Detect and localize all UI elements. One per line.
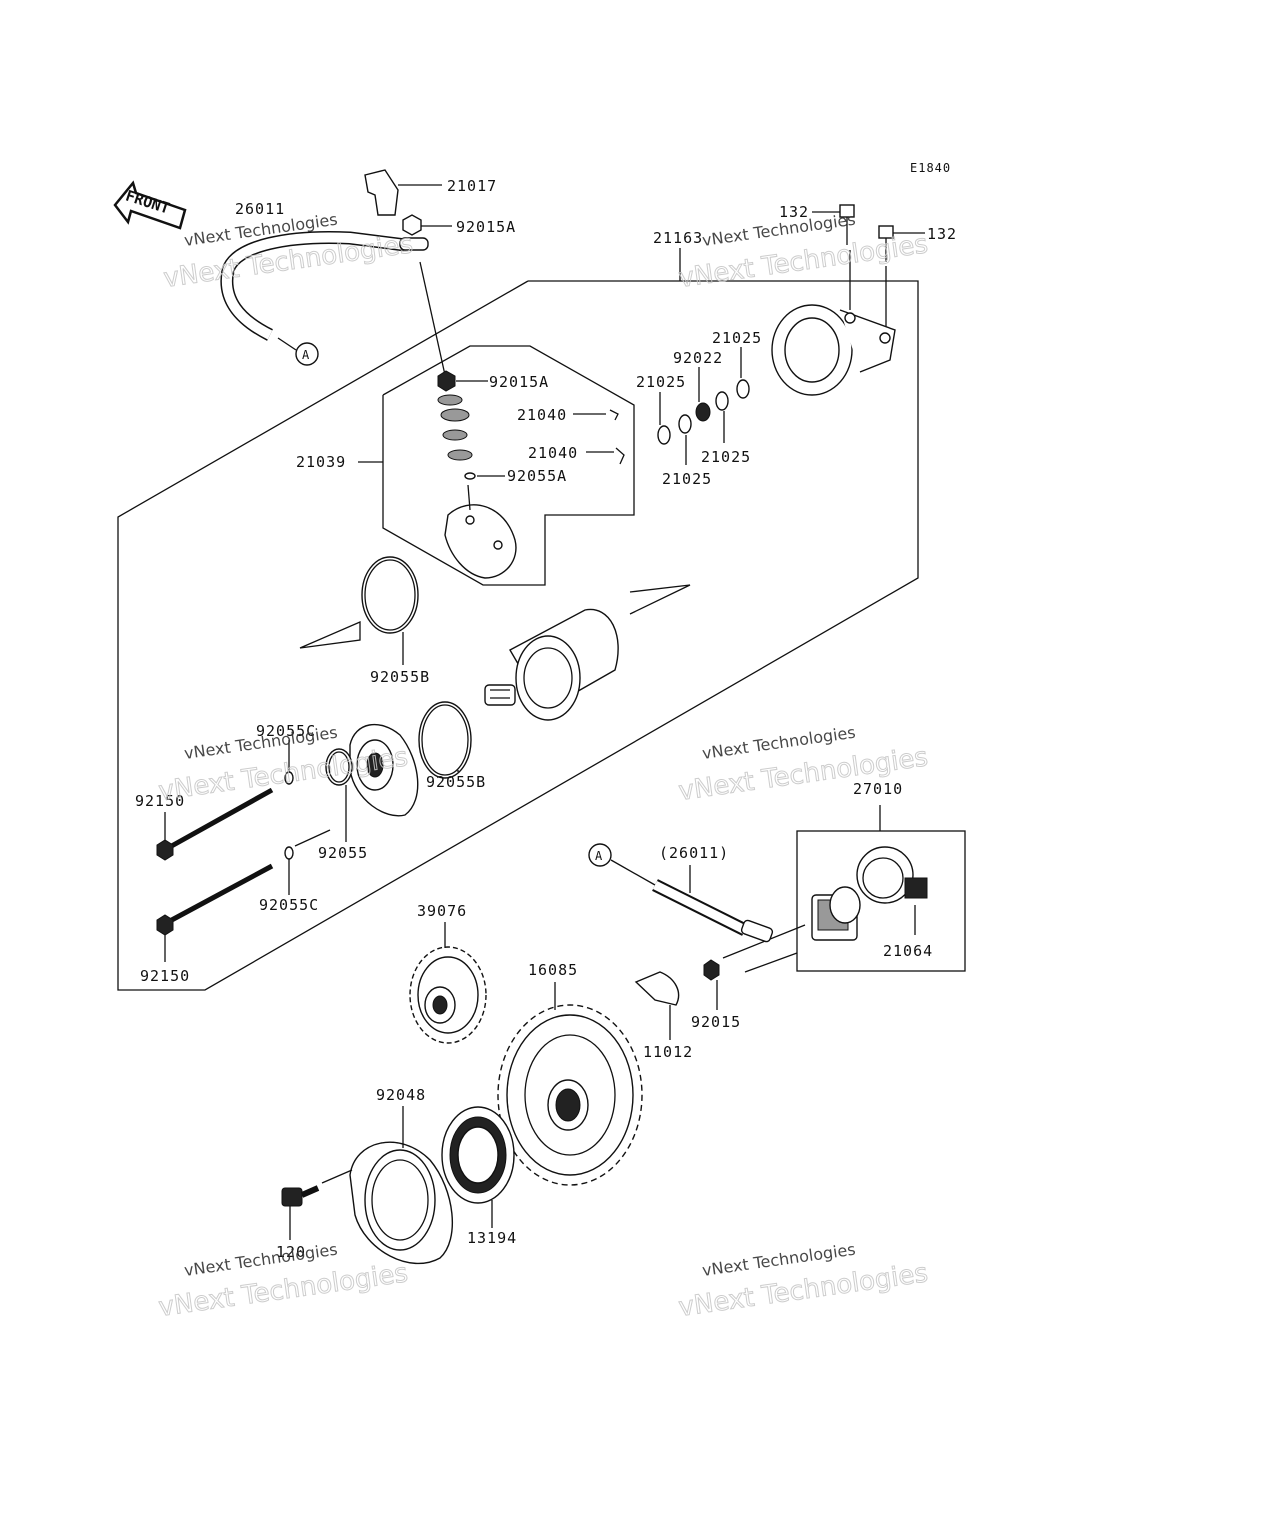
through-bolt-a	[156, 787, 274, 861]
label-92055b-b: 92055B	[426, 773, 486, 791]
front-arrow-icon: FRONT	[113, 180, 187, 230]
label-120: 120	[276, 1243, 306, 1261]
label-92055c-b: 92055C	[259, 896, 319, 914]
starter-motor-yoke	[484, 608, 619, 721]
o-ring-92055	[325, 748, 353, 786]
label-26011-paren: (26011)	[659, 844, 729, 862]
label-21025-a: 21025	[712, 329, 762, 347]
label-92055c-a: 92055C	[256, 722, 316, 740]
ref-marker-a-bottom	[588, 843, 612, 867]
clutch-housing-plate	[349, 1141, 453, 1265]
through-bolt-b	[156, 863, 274, 936]
relay-boot	[856, 846, 928, 904]
bolt-132-a	[839, 204, 855, 245]
end-cover	[771, 304, 896, 396]
label-92015: 92015	[691, 1013, 741, 1031]
ref-marker-a-top-label: A	[302, 348, 310, 362]
assembly-outline	[117, 280, 919, 991]
relay-cable-terminal	[740, 919, 774, 943]
insulator-4	[447, 449, 473, 461]
washer-21025-b	[715, 391, 729, 411]
starter-relay-group-outline	[796, 830, 966, 972]
brush-holder-plate	[444, 484, 517, 579]
o-ring-92055a	[464, 472, 476, 480]
label-92055a: 92055A	[507, 467, 567, 485]
label-21040-a: 21040	[517, 406, 567, 424]
label-13194: 13194	[467, 1229, 517, 1247]
washer-21025-c	[678, 414, 692, 434]
label-21025-c: 21025	[662, 470, 712, 488]
label-92022: 92022	[673, 349, 723, 367]
label-92055: 92055	[318, 844, 368, 862]
nut-92015	[703, 959, 720, 981]
label-92150-b: 92150	[140, 967, 190, 985]
insulator-1	[437, 394, 463, 406]
washer-21025-d	[657, 425, 671, 445]
one-way-clutch	[441, 1106, 515, 1204]
o-ring-92055b-b	[418, 701, 472, 779]
starter-relay	[811, 886, 861, 941]
label-21025-d-top: 21025	[636, 373, 686, 391]
spring-b	[615, 447, 625, 465]
spring-a	[609, 409, 619, 421]
relay-cap	[634, 971, 680, 1006]
label-132-a: 132	[779, 203, 809, 221]
insulator-2	[440, 408, 470, 422]
label-92048: 92048	[376, 1086, 426, 1104]
idler-gear	[409, 946, 487, 1044]
terminal-cap	[364, 169, 399, 216]
o-ring-92055c-b	[284, 846, 294, 860]
cable-terminal	[399, 237, 429, 251]
diagram-code: E1840	[910, 161, 951, 175]
ref-marker-a-bottom-label: A	[595, 849, 603, 863]
label-27010: 27010	[853, 780, 903, 798]
label-21163: 21163	[653, 229, 703, 247]
label-21017: 21017	[447, 177, 497, 195]
label-132-b: 132	[927, 225, 957, 243]
label-39076: 39076	[417, 902, 467, 920]
nut-mid	[437, 370, 456, 392]
bolt-132-b	[878, 225, 894, 262]
brush-holder-group-outline	[382, 345, 635, 586]
ref-marker-a-top	[295, 342, 319, 366]
label-11012: 11012	[643, 1043, 693, 1061]
label-16085: 16085	[528, 961, 578, 979]
label-21039: 21039	[296, 453, 346, 471]
label-92015a-mid: 92015A	[489, 373, 549, 391]
front-cover	[349, 723, 419, 817]
nut-top	[402, 214, 422, 236]
label-21064: 21064	[883, 942, 933, 960]
washer-92022	[695, 402, 711, 422]
label-21040-b: 21040	[528, 444, 578, 462]
label-26011-top: 26011	[235, 200, 285, 218]
washer-21025-a	[736, 379, 750, 399]
starter-clutch-gear	[497, 1004, 643, 1186]
o-ring-92055b-a	[361, 556, 419, 634]
insulator-3	[442, 429, 468, 441]
label-92055b-a: 92055B	[370, 668, 430, 686]
label-92150-a: 92150	[135, 792, 185, 810]
label-92015a-top: 92015A	[456, 218, 516, 236]
bolt-120	[281, 1185, 320, 1207]
label-21025-b: 21025	[701, 448, 751, 466]
